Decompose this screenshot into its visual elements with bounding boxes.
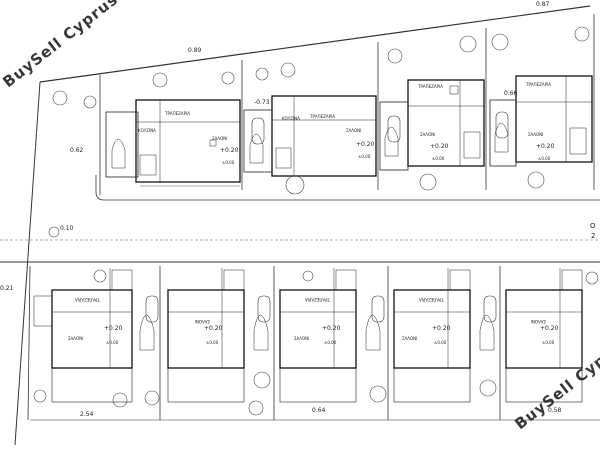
floor-level-mark: +0.20 bbox=[536, 143, 555, 150]
floor-level-mark: +0.20 bbox=[204, 325, 223, 332]
watermark-bottom-right: BuySell Cyprus bbox=[511, 332, 600, 433]
level-top-right: 0.87 bbox=[536, 1, 550, 8]
floor-level-mark: +0.20 bbox=[220, 147, 239, 154]
ground-level-mark: ±0.00 bbox=[542, 340, 555, 345]
lower-house-5 bbox=[505, 268, 583, 403]
room-label-rotated: ΤΡΑΠΕΖΑΡΙΑ bbox=[305, 297, 331, 302]
ground-level-mark: ±0.00 bbox=[358, 154, 371, 159]
room-label: ΚΟΥΖΙΝΑ bbox=[138, 128, 156, 133]
upper-house-1 bbox=[105, 99, 241, 187]
ground-level-mark: ±0.00 bbox=[206, 340, 219, 345]
ground-level-mark: ±0.00 bbox=[222, 160, 235, 165]
room-label: ΣΑΛΟΝΙ bbox=[528, 132, 543, 137]
room-label-rotated: ΤΡΑΠΕΖΑΡΙΑ bbox=[419, 297, 445, 302]
cars bbox=[145, 111, 509, 323]
room-label: ΤΡΑΠΕΖΑΡΙΑ bbox=[525, 82, 551, 87]
room-label: ΚΟΥΖΙΝΑ bbox=[282, 116, 300, 121]
room-label-rotated: ΣΑΛΟΝΙ bbox=[195, 319, 210, 324]
level-road-mid: 0.10 bbox=[60, 225, 74, 232]
upper-house-2 bbox=[243, 95, 377, 177]
room-label: ΣΑΛΟΝΙ bbox=[420, 132, 435, 137]
lower-house-4 bbox=[393, 268, 495, 403]
upper-house-3 bbox=[379, 79, 485, 171]
level-upper-right: 0.66 bbox=[504, 90, 518, 97]
room-label: ΣΑΛΟΝΙ bbox=[402, 336, 417, 341]
site-boundary bbox=[0, 5, 600, 446]
upper-house-4 bbox=[489, 75, 593, 167]
ground-level-mark: ±0.00 bbox=[434, 340, 447, 345]
room-label-rotated: ΤΡΑΠΕΖΑΡΙΑ bbox=[75, 297, 101, 302]
level-top-left: 0.89 bbox=[188, 47, 202, 54]
room-label-rotated: ΣΑΛΟΝΙ bbox=[531, 319, 546, 324]
floor-level-mark: +0.20 bbox=[322, 325, 341, 332]
edge-label-right-b: 2 bbox=[591, 232, 595, 240]
ground-level-mark: ±0.00 bbox=[106, 340, 119, 345]
upper-plot-walls bbox=[99, 14, 595, 195]
room-label: ΤΡΑΠΕΖΑΡΙΑ bbox=[164, 111, 190, 116]
floor-level-mark: +0.20 bbox=[430, 143, 449, 150]
level-left-edge: 0.21 bbox=[0, 285, 14, 292]
room-label: ΣΑΛΟΝΙ bbox=[346, 128, 361, 133]
room-label: ΣΑΛΟΝΙ bbox=[68, 336, 83, 341]
level-bottom-mid: 0.64 bbox=[312, 407, 326, 414]
floor-level-mark: +0.20 bbox=[432, 325, 451, 332]
floor-level-mark: +0.20 bbox=[356, 141, 375, 148]
edge-label-right-a: O bbox=[590, 222, 596, 230]
lower-plot-walls bbox=[27, 265, 600, 421]
level-upper-mid: -0.73 bbox=[254, 99, 270, 106]
ground-level-mark: ±0.00 bbox=[538, 156, 551, 161]
trees bbox=[33, 26, 599, 416]
lower-house-2 bbox=[167, 268, 269, 403]
lower-house-1 bbox=[33, 268, 155, 403]
ground-level-mark: ±0.00 bbox=[432, 156, 445, 161]
floor-level-mark: +0.20 bbox=[104, 325, 123, 332]
level-bottom-left: 2.54 bbox=[80, 411, 94, 418]
room-label: ΣΑΛΟΝΙ bbox=[212, 136, 227, 141]
level-bottom-right: 0.58 bbox=[548, 407, 562, 414]
ground-level-mark: ±0.00 bbox=[324, 340, 337, 345]
room-label: ΣΑΛΟΝΙ bbox=[294, 336, 309, 341]
level-road-left: 0.62 bbox=[70, 147, 84, 154]
floor-level-mark: +0.20 bbox=[540, 325, 559, 332]
watermark-top-left: BuySell Cyprus bbox=[0, 0, 121, 91]
room-label: ΤΡΑΠΕΖΑΡΙΑ bbox=[417, 84, 443, 89]
lower-house-3 bbox=[279, 268, 381, 403]
room-label: ΤΡΑΠΕΖΑΡΙΑ bbox=[309, 114, 335, 119]
